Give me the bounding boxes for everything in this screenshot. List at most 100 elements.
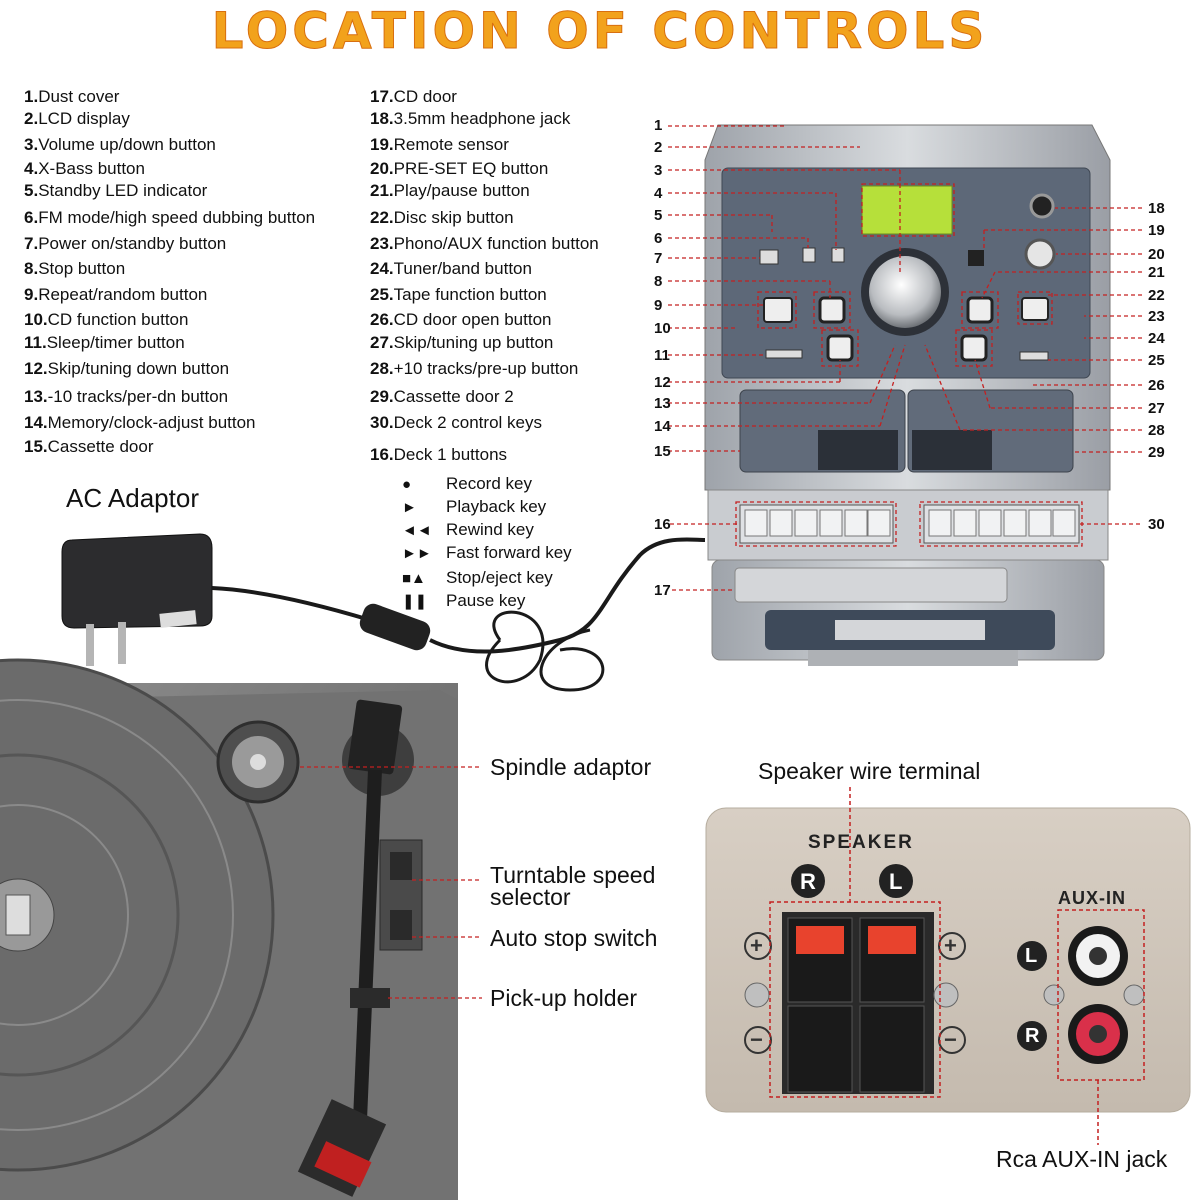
legend-item: 30.Deck 2 control keys bbox=[370, 413, 542, 432]
legend-item: 25.Tape function button bbox=[370, 285, 547, 304]
unit-label-4: 4 bbox=[654, 185, 663, 202]
speaker-label: SPEAKER bbox=[808, 832, 914, 853]
cd-door bbox=[734, 567, 1008, 603]
unit-label-11: 11 bbox=[654, 347, 670, 364]
plus-sign: + bbox=[944, 933, 957, 958]
unit-label-8: 8 bbox=[654, 273, 663, 290]
legend-item: 22.Disc skip button bbox=[370, 208, 514, 227]
deck-key-row: ●Record key bbox=[402, 474, 532, 493]
headphone-jack bbox=[1029, 193, 1055, 219]
legend-item: 28.+10 tracks/pre-up button bbox=[370, 359, 579, 378]
unit-label-13: 13 bbox=[654, 395, 671, 412]
legend-item: 21.Play/pause button bbox=[370, 181, 530, 200]
legend-item: 4.X-Bass button bbox=[24, 159, 145, 178]
legend-item: 29.Cassette door 2 bbox=[370, 387, 514, 406]
legend-item: 27.Skip/tuning up button bbox=[370, 333, 554, 352]
fast-forward-icon: ►► bbox=[402, 545, 432, 562]
legend-item: 14.Memory/clock-adjust button bbox=[24, 413, 256, 432]
unit-label-6: 6 bbox=[654, 230, 663, 247]
legend-item: 23.Phono/AUX function button bbox=[370, 234, 599, 253]
remote-sensor bbox=[968, 250, 984, 266]
legend-item: 20.PRE-SET EQ button bbox=[370, 159, 549, 178]
unit-label-1: 1 bbox=[654, 117, 663, 134]
unit-label-14: 14 bbox=[654, 418, 671, 435]
stereo-unit bbox=[704, 124, 1111, 666]
deck-key-row: ►►Fast forward key bbox=[402, 543, 572, 562]
eq-button bbox=[1024, 238, 1056, 270]
deck-key-row: ►Playback key bbox=[402, 497, 547, 516]
unit-label-15: 15 bbox=[654, 443, 671, 460]
unit-label-17: 17 bbox=[654, 582, 671, 599]
aux-in-label: AUX-IN bbox=[1058, 888, 1126, 908]
unit-label-27: 27 bbox=[1148, 400, 1165, 417]
aux-l-label: L bbox=[1025, 945, 1038, 967]
turntable bbox=[0, 658, 458, 1200]
legend-item: 1.Dust cover bbox=[24, 87, 120, 106]
callout-lines bbox=[668, 125, 1142, 591]
unit-label-20: 20 bbox=[1148, 246, 1165, 263]
legend-item: 3.Volume up/down button bbox=[24, 135, 216, 154]
legend-item: 6.FM mode/high speed dubbing button bbox=[24, 208, 316, 227]
unit-label-9: 9 bbox=[654, 297, 663, 314]
speed-selector bbox=[390, 852, 412, 880]
page-title: LOCATION OF CONTROLS bbox=[211, 2, 989, 61]
unit-label-23: 23 bbox=[1148, 308, 1165, 325]
legend-item: 9.Repeat/random button bbox=[24, 285, 208, 304]
legend-item: 24.Tuner/band button bbox=[370, 259, 532, 278]
deck-key-row: ◄◄Rewind key bbox=[402, 520, 534, 539]
deck-key-row: ■▲Stop/eject key bbox=[402, 568, 553, 587]
speaker-r-label: R bbox=[800, 869, 816, 894]
legend-item: 2.LCD display bbox=[24, 109, 130, 128]
speed-selector-label: Turntable speed selector bbox=[490, 862, 656, 910]
legend-item: 7.Power on/standby button bbox=[24, 234, 227, 253]
rewind-icon: ◄◄ bbox=[402, 522, 432, 539]
unit-label-29: 29 bbox=[1148, 444, 1165, 461]
stop-eject-icon: ■▲ bbox=[402, 570, 426, 587]
unit-label-5: 5 bbox=[654, 207, 663, 224]
legend-item: 17.CD door bbox=[370, 87, 457, 106]
speaker-r-plus-terminal bbox=[796, 926, 844, 954]
unit-label-12: 12 bbox=[654, 374, 671, 391]
plus-sign: + bbox=[750, 933, 763, 958]
unit-label-21: 21 bbox=[1148, 264, 1165, 281]
ac-adaptor-label: AC Adaptor bbox=[66, 483, 199, 513]
legend-item: 10.CD function button bbox=[24, 310, 189, 329]
lcd-display bbox=[861, 185, 953, 235]
auto-stop-switch bbox=[390, 910, 412, 940]
legend-item: 12.Skip/tuning down button bbox=[24, 359, 230, 378]
unit-label-16: 16 bbox=[654, 516, 671, 533]
unit-label-25: 25 bbox=[1148, 352, 1165, 369]
aux-r-label: R bbox=[1025, 1025, 1040, 1047]
legend-item: 16.Deck 1 buttons bbox=[370, 445, 508, 464]
ac-adaptor bbox=[61, 533, 706, 692]
rca-aux-in-jack-label: Rca AUX-IN jack bbox=[996, 1146, 1168, 1172]
unit-label-2: 2 bbox=[654, 139, 663, 156]
pause-icon: ❚❚ bbox=[402, 593, 428, 610]
spindle-adaptor-label: Spindle adaptor bbox=[490, 754, 652, 780]
unit-label-10: 10 bbox=[654, 320, 671, 337]
legend-item: 13.-10 tracks/per-dn button bbox=[24, 387, 229, 406]
minus-sign: − bbox=[944, 1027, 957, 1052]
legend-item: 5.Standby LED indicator bbox=[24, 181, 208, 200]
volume-knob bbox=[869, 256, 941, 328]
auto-stop-label: Auto stop switch bbox=[490, 925, 658, 951]
unit-label-18: 18 bbox=[1148, 200, 1165, 217]
rear-panel bbox=[705, 807, 1191, 1113]
legend-item: 19.Remote sensor bbox=[370, 135, 509, 154]
speaker-l-label: L bbox=[889, 869, 903, 894]
play-icon: ► bbox=[402, 499, 417, 516]
unit-label-24: 24 bbox=[1148, 330, 1165, 347]
legend-item: 15.Cassette door bbox=[24, 437, 154, 456]
unit-label-19: 19 bbox=[1148, 222, 1165, 239]
legend-item: 26.CD door open button bbox=[370, 310, 552, 329]
legend-item: 11.Sleep/timer button bbox=[24, 333, 185, 352]
record-icon: ● bbox=[402, 476, 412, 493]
unit-label-3: 3 bbox=[654, 162, 663, 179]
unit-label-7: 7 bbox=[654, 250, 663, 267]
deck-key-row: ❚❚Pause key bbox=[402, 591, 526, 610]
speaker-l-plus-terminal bbox=[868, 926, 916, 954]
minus-sign: − bbox=[750, 1027, 763, 1052]
unit-label-22: 22 bbox=[1148, 287, 1165, 304]
unit-label-26: 26 bbox=[1148, 377, 1165, 394]
